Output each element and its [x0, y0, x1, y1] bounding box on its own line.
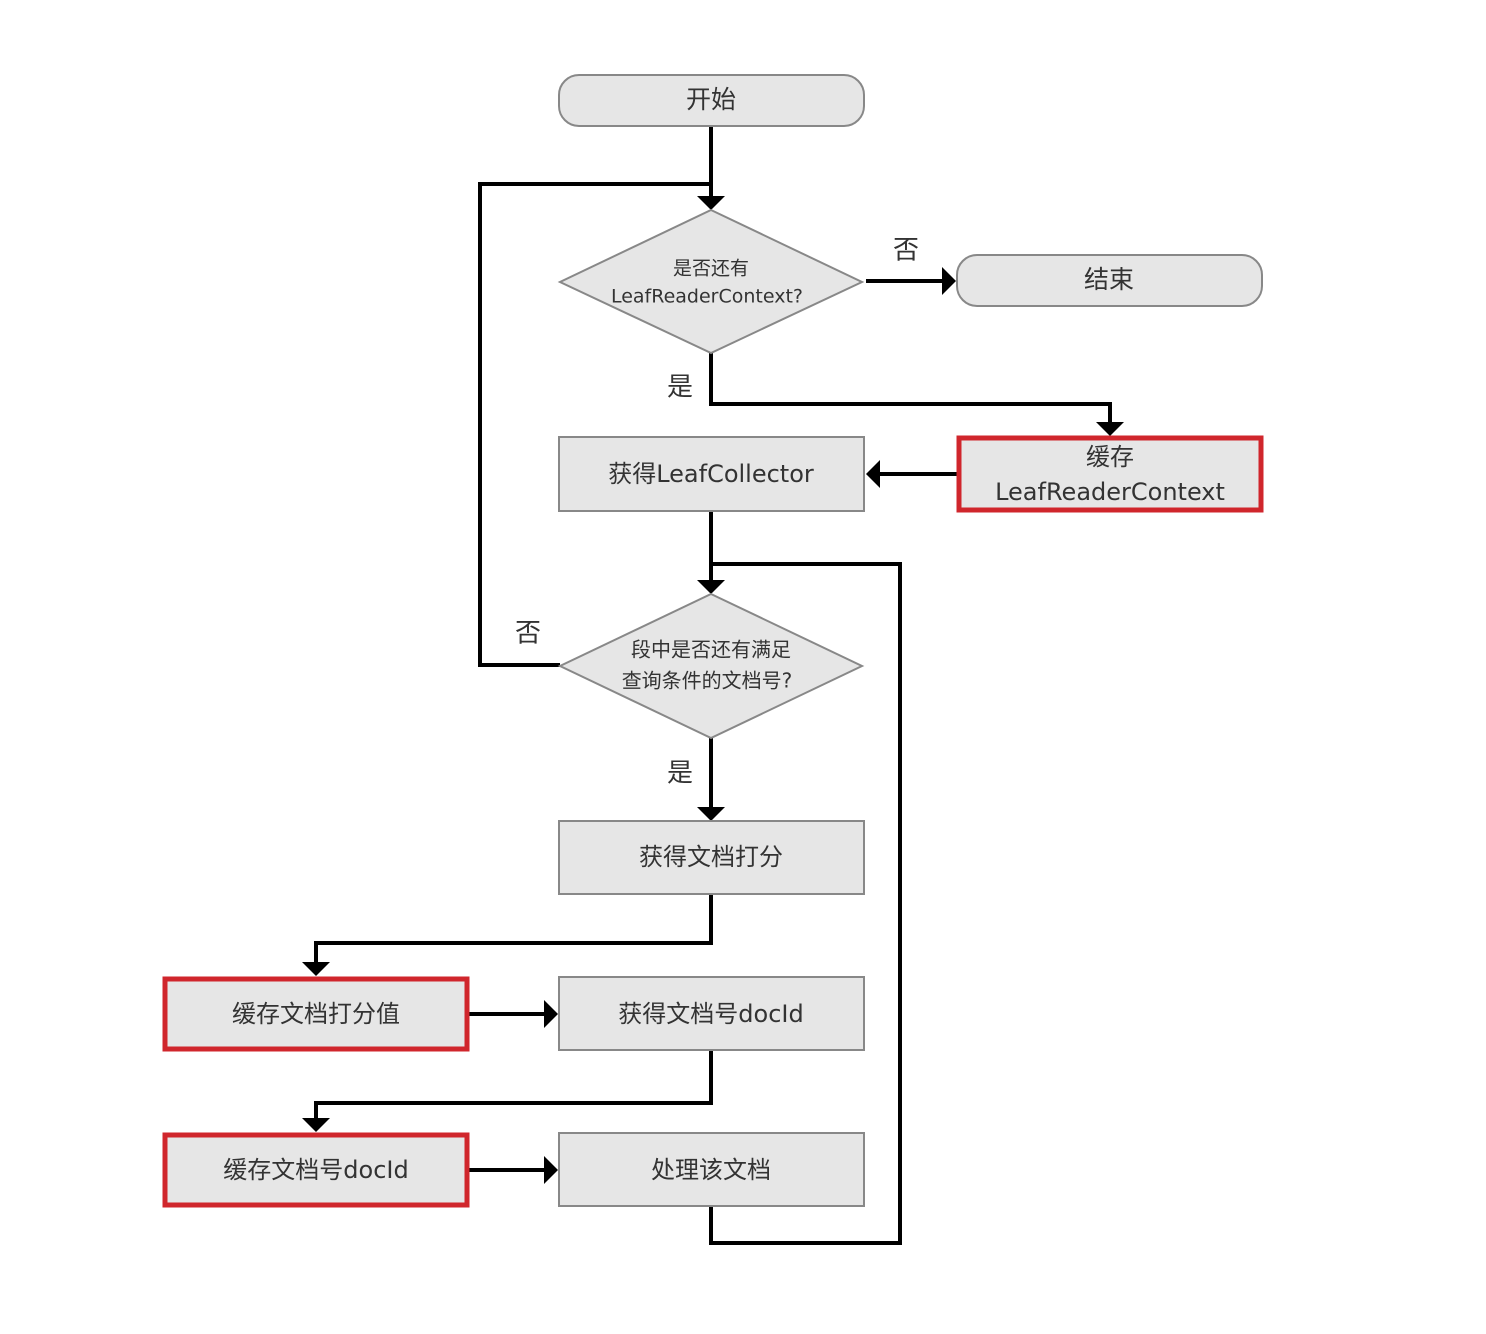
leaf-yes-label: 是	[667, 373, 693, 403]
cache-score-label: 缓存文档打分值	[232, 1000, 400, 1028]
end-label: 结束	[1084, 265, 1134, 294]
doc-no-label: 否	[515, 619, 541, 649]
arrowhead	[544, 1000, 558, 1028]
doc-yes-label: 是	[667, 759, 693, 789]
edge-doc-no-loop-to-leaf-decision	[478, 182, 711, 667]
process-doc-node: 处理该文档	[558, 1132, 865, 1207]
leaf-decision-line-1: 是否还有	[673, 258, 749, 280]
cache-leaf-line-1: 缓存	[1086, 443, 1134, 471]
arrowhead	[697, 580, 725, 594]
start-node: 开始	[558, 74, 865, 127]
doc-decision-line-1: 段中是否还有满足	[631, 638, 791, 662]
end-node: 结束	[956, 254, 1263, 307]
get-docid-label: 获得文档号docId	[618, 1000, 803, 1028]
get-leaf-collector-node: 获得LeafCollector	[558, 436, 865, 512]
leaf-no-label: 否	[893, 236, 919, 266]
start-label: 开始	[686, 85, 736, 114]
edge-leaf-yes-to-cache-leaf	[709, 353, 1112, 422]
process-doc-label: 处理该文档	[651, 1156, 771, 1184]
arrowhead	[544, 1156, 558, 1184]
get-docid-node: 获得文档号docId	[558, 976, 865, 1051]
doc-decision-line-2: 查询条件的文档号?	[622, 669, 793, 693]
cache-score-node: 缓存文档打分值	[162, 976, 470, 1052]
cache-leaf-context-node: 缓存 LeafReaderContext	[956, 435, 1264, 513]
arrowhead	[302, 1118, 330, 1132]
leaf-decision-line-2: LeafReaderContext?	[611, 286, 803, 308]
arrowhead	[942, 267, 956, 295]
edge-docid-to-cache-docid	[314, 1050, 713, 1118]
arrowhead	[866, 460, 880, 488]
cache-docid-label: 缓存文档号docId	[223, 1156, 408, 1184]
arrowhead	[302, 962, 330, 976]
doc-decision: 段中是否还有满足 查询条件的文档号?	[557, 592, 865, 740]
edge-score-to-cache-score	[314, 894, 713, 962]
get-leaf-collector-label: 获得LeafCollector	[608, 460, 814, 488]
leaf-context-decision: 是否还有 LeafReaderContext?	[557, 208, 865, 355]
cache-docid-node: 缓存文档号docId	[162, 1132, 470, 1208]
arrowhead	[697, 807, 725, 821]
get-score-node: 获得文档打分	[558, 820, 865, 895]
edge-process-loop-to-doc-decision	[709, 562, 902, 1245]
arrowhead	[1096, 422, 1124, 436]
arrowhead	[697, 196, 725, 210]
cache-leaf-line-2: LeafReaderContext	[995, 478, 1225, 506]
edges	[302, 126, 1124, 1245]
get-score-label: 获得文档打分	[639, 843, 783, 871]
